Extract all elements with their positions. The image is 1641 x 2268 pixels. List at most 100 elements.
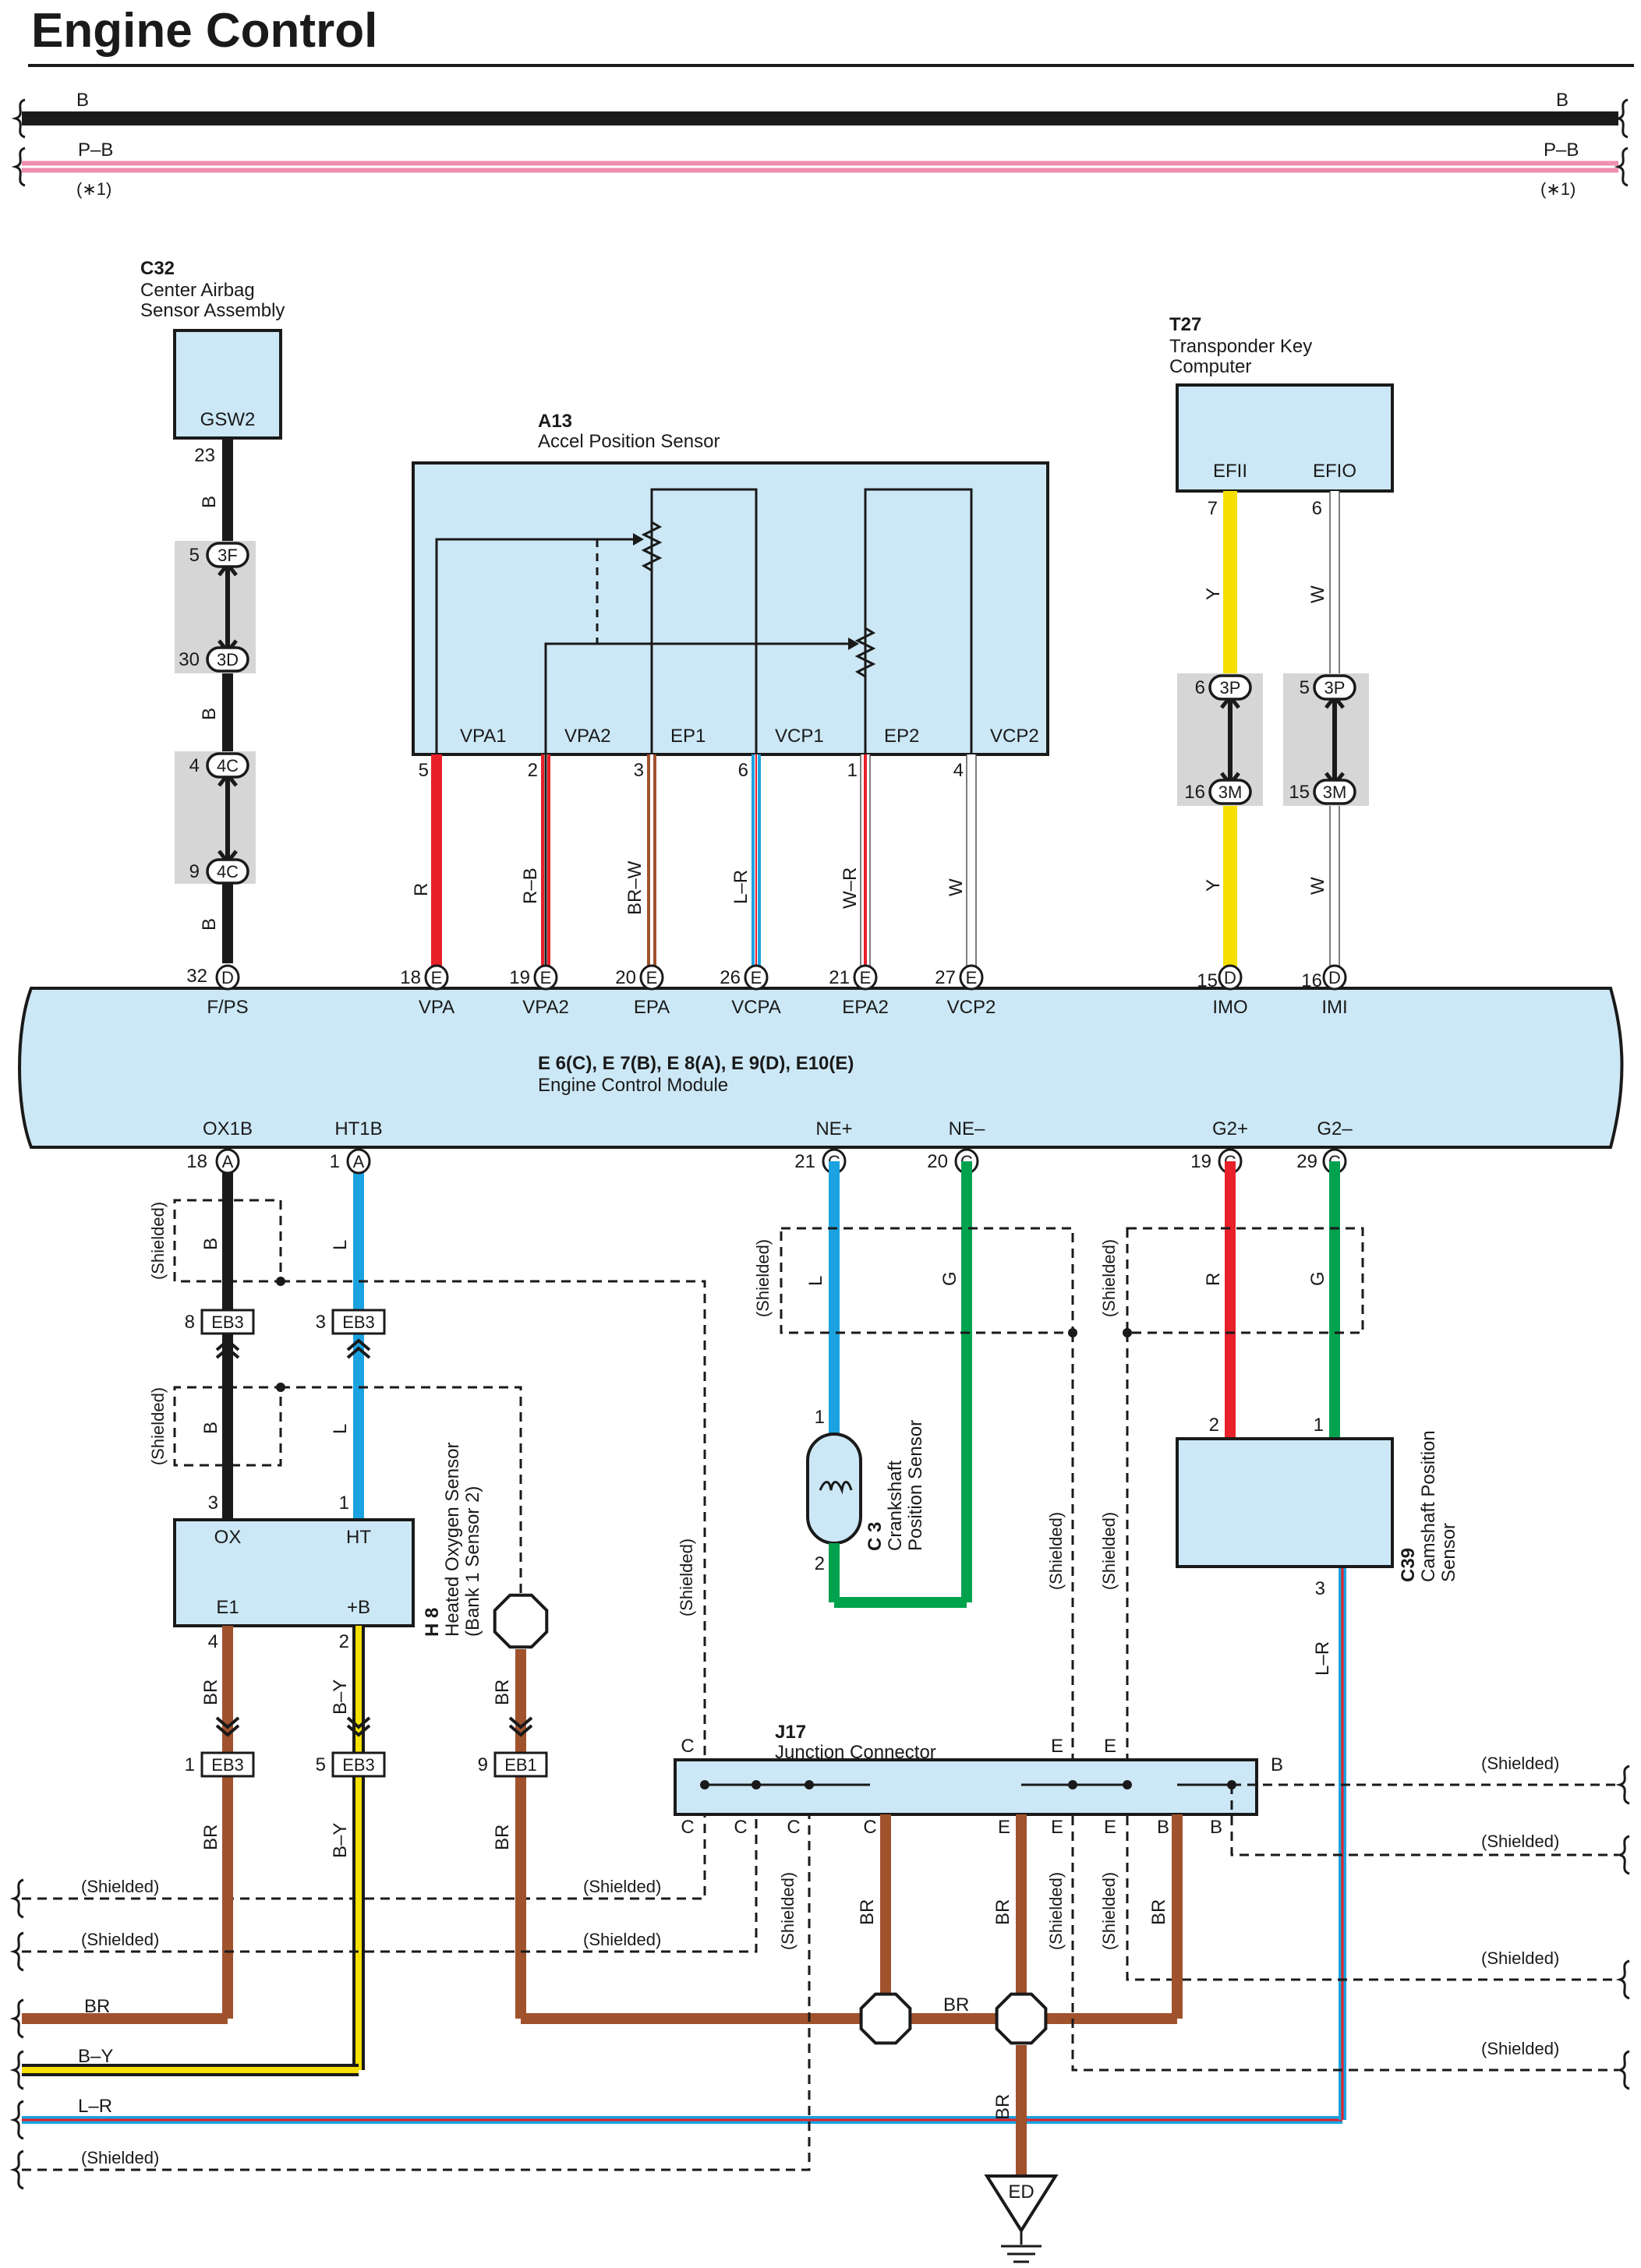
label: 7 bbox=[1208, 498, 1218, 519]
j17-pin-letter: E bbox=[1051, 1736, 1063, 1757]
shield-label: (Shielded) bbox=[1481, 1832, 1559, 1851]
label: 5 bbox=[419, 760, 429, 781]
terminal-letter: E bbox=[860, 968, 872, 987]
terminal-circle bbox=[346, 1148, 371, 1175]
t27-name: Transponder Key bbox=[1169, 336, 1312, 357]
splice-octagon bbox=[493, 1593, 549, 1649]
c3-sensor bbox=[806, 1433, 862, 1545]
connector-pill bbox=[1313, 779, 1356, 805]
terminal-letter: E bbox=[431, 968, 443, 987]
c3-name: Position Sensor bbox=[905, 1420, 926, 1551]
bus-label-pb: P–B bbox=[78, 140, 113, 161]
label: 15 bbox=[1289, 782, 1310, 803]
chevron-up-icon bbox=[346, 1338, 371, 1359]
j17-pin-letter: B bbox=[1157, 1817, 1169, 1838]
shield-label: (Shielded) bbox=[583, 1877, 661, 1896]
shield-label: (Shielded) bbox=[753, 1239, 773, 1317]
h8-code: H 8 bbox=[422, 1608, 443, 1637]
bus-label-b: B bbox=[1556, 90, 1568, 111]
label: 4 bbox=[189, 755, 200, 776]
c32-code: C32 bbox=[140, 258, 175, 279]
connector-block bbox=[331, 1751, 386, 1778]
terminal-letter: E bbox=[751, 968, 762, 987]
shield-label: (Shielded) bbox=[81, 2148, 159, 2167]
junction-dot bbox=[1123, 1780, 1132, 1789]
wire-break-brace bbox=[9, 1878, 24, 1919]
chevron-down-icon bbox=[215, 1716, 240, 1737]
label: 3 bbox=[208, 1493, 218, 1514]
shield-label: (Shielded) bbox=[1099, 1872, 1119, 1950]
terminal-circle bbox=[215, 1148, 240, 1175]
connector-code: 4C bbox=[217, 862, 239, 881]
wire-color-label: BR bbox=[492, 1680, 513, 1705]
wire-break-brace bbox=[1615, 1835, 1630, 1875]
shield-label: (Shielded) bbox=[1046, 1872, 1066, 1950]
label: 19 bbox=[1190, 1151, 1211, 1172]
t27-box bbox=[1176, 383, 1394, 493]
terminal-letter: D bbox=[1224, 968, 1236, 987]
label: 23 bbox=[194, 445, 215, 466]
shield-dashed bbox=[1071, 1333, 1618, 2072]
connector-pill bbox=[206, 752, 249, 779]
label: 5 bbox=[189, 545, 200, 566]
shield-label: (Shielded) bbox=[1481, 2039, 1559, 2058]
junction-dot bbox=[805, 1780, 814, 1789]
terminal-circle bbox=[1218, 964, 1243, 991]
a13-circuit bbox=[864, 488, 973, 754]
connector-code: EB3 bbox=[342, 1755, 375, 1775]
connector-pill bbox=[1208, 674, 1252, 701]
chevron-down-icon bbox=[346, 1716, 371, 1737]
wire-break-brace bbox=[1615, 2050, 1630, 2090]
terminal-circle bbox=[533, 964, 558, 991]
label: 21 bbox=[829, 967, 850, 988]
shield-label: (Shielded) bbox=[1046, 1512, 1066, 1590]
j17-pin-letter: E bbox=[998, 1817, 1010, 1838]
wire-color-label: R bbox=[411, 883, 432, 896]
shield-label: (Shielded) bbox=[81, 1877, 159, 1896]
wire-color-label: L bbox=[330, 1240, 351, 1250]
wire-color-label: G bbox=[1307, 1271, 1328, 1286]
j17-code: J17 bbox=[775, 1722, 806, 1743]
label: 2 bbox=[815, 1553, 825, 1574]
label: 3 bbox=[634, 760, 644, 781]
wire-color-label: Y bbox=[1203, 879, 1224, 892]
wire-color-label: L bbox=[330, 1424, 351, 1434]
a13-code: A13 bbox=[538, 411, 572, 432]
label: 1 bbox=[185, 1754, 195, 1775]
c32-terminal: GSW2 bbox=[200, 409, 256, 430]
wire-break-brace bbox=[9, 1931, 24, 1972]
shield-label: (Shielded) bbox=[1481, 1948, 1559, 1968]
label: 4 bbox=[953, 760, 964, 781]
a13-circuit bbox=[435, 538, 639, 754]
h8-terminal: E1 bbox=[216, 1597, 239, 1618]
j17-pin-letter: E bbox=[1104, 1736, 1116, 1757]
label: 2 bbox=[1209, 1415, 1219, 1436]
ecm-terminal-label: EPA2 bbox=[842, 997, 889, 1018]
wire-color-label: BR bbox=[492, 1825, 513, 1850]
c39-name: Sensor bbox=[1438, 1523, 1459, 1582]
j17-pin-letter: C bbox=[863, 1817, 876, 1838]
j17-pin-letter: C bbox=[681, 1736, 694, 1757]
ecm-terminal-label: IMI bbox=[1321, 997, 1347, 1018]
label: 1 bbox=[330, 1151, 340, 1172]
shield-dashed bbox=[1126, 1333, 1618, 1981]
wire-break-brace bbox=[1615, 1959, 1630, 2000]
label: 29 bbox=[1296, 1151, 1317, 1172]
ecm-terminal-label: F/PS bbox=[207, 997, 248, 1018]
terminal-letter: D bbox=[1328, 968, 1341, 987]
shield-label: (Shielded) bbox=[148, 1387, 168, 1465]
label: 9 bbox=[478, 1754, 488, 1775]
h8-terminal: +B bbox=[347, 1597, 370, 1618]
wire-break-brace bbox=[9, 2050, 24, 2090]
connector-code: 3P bbox=[1324, 678, 1346, 698]
junction-dot bbox=[752, 1780, 761, 1789]
terminal-letter: E bbox=[966, 968, 978, 987]
shield-label: (Shielded) bbox=[778, 1872, 798, 1950]
label: 2 bbox=[528, 760, 538, 781]
resistor-icon bbox=[854, 627, 876, 678]
label: 18 bbox=[400, 967, 421, 988]
ground-label: ED bbox=[1008, 2181, 1034, 2203]
shield-label: (Shielded) bbox=[1099, 1512, 1119, 1590]
a13-terminal: EP1 bbox=[670, 726, 706, 747]
